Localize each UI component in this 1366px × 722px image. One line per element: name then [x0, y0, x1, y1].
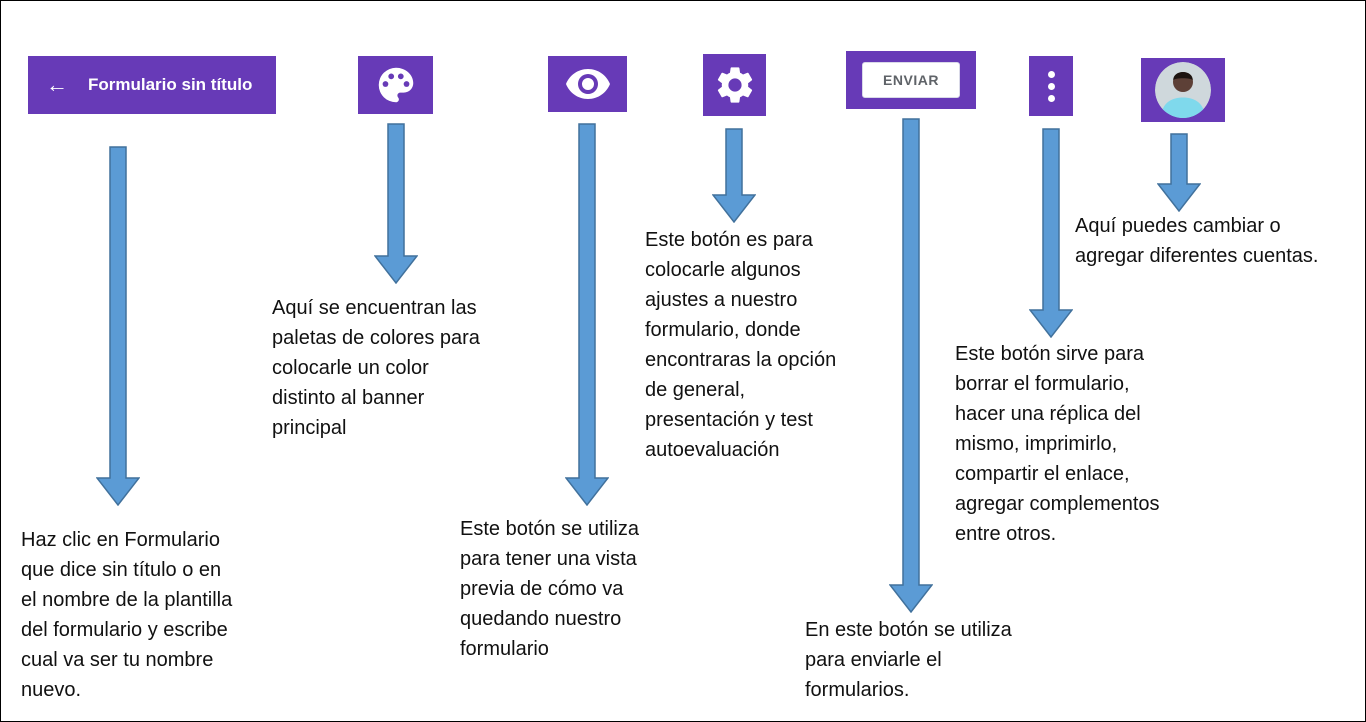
eye-icon [564, 60, 612, 108]
form-title[interactable]: Formulario sin título [88, 75, 253, 94]
gear-icon [713, 63, 757, 107]
kebab-menu-icon [1047, 70, 1055, 102]
arrow-to-palette-note [374, 123, 418, 284]
note-send: En este botón se utiliza para enviarle e… [805, 619, 1012, 701]
account-button[interactable] [1141, 58, 1225, 122]
form-title-bar[interactable]: ← Formulario sin título [28, 56, 276, 114]
avatar [1155, 62, 1211, 118]
arrow-to-account-note [1157, 133, 1201, 212]
note-settings: Este botón es para colocarle algunos aju… [645, 229, 837, 461]
settings-button[interactable] [703, 54, 766, 116]
note-palette: Aquí se encuentran las paletas de colore… [272, 297, 480, 439]
note-form-title: Haz clic en Formulario que dice sin títu… [21, 529, 233, 701]
arrow-to-send-note [889, 118, 933, 613]
arrow-to-title-note [96, 146, 140, 506]
note-more-options: Este botón sirve para borrar el formular… [955, 343, 1160, 545]
more-options-button[interactable] [1029, 56, 1073, 116]
arrow-to-preview-note [565, 123, 609, 506]
arrow-to-more-note [1029, 128, 1073, 338]
palette-icon [373, 62, 419, 108]
send-button-tile: ENVIAR [846, 51, 976, 109]
note-preview: Este botón se utiliza para tener una vis… [460, 518, 639, 660]
palette-button[interactable] [358, 56, 433, 114]
preview-button[interactable] [548, 56, 627, 112]
send-button[interactable]: ENVIAR [862, 62, 960, 98]
back-arrow-icon[interactable]: ← [46, 72, 68, 97]
note-account: Aquí puedes cambiar o agregar diferentes… [1075, 215, 1319, 267]
arrow-to-settings-note [712, 128, 756, 223]
